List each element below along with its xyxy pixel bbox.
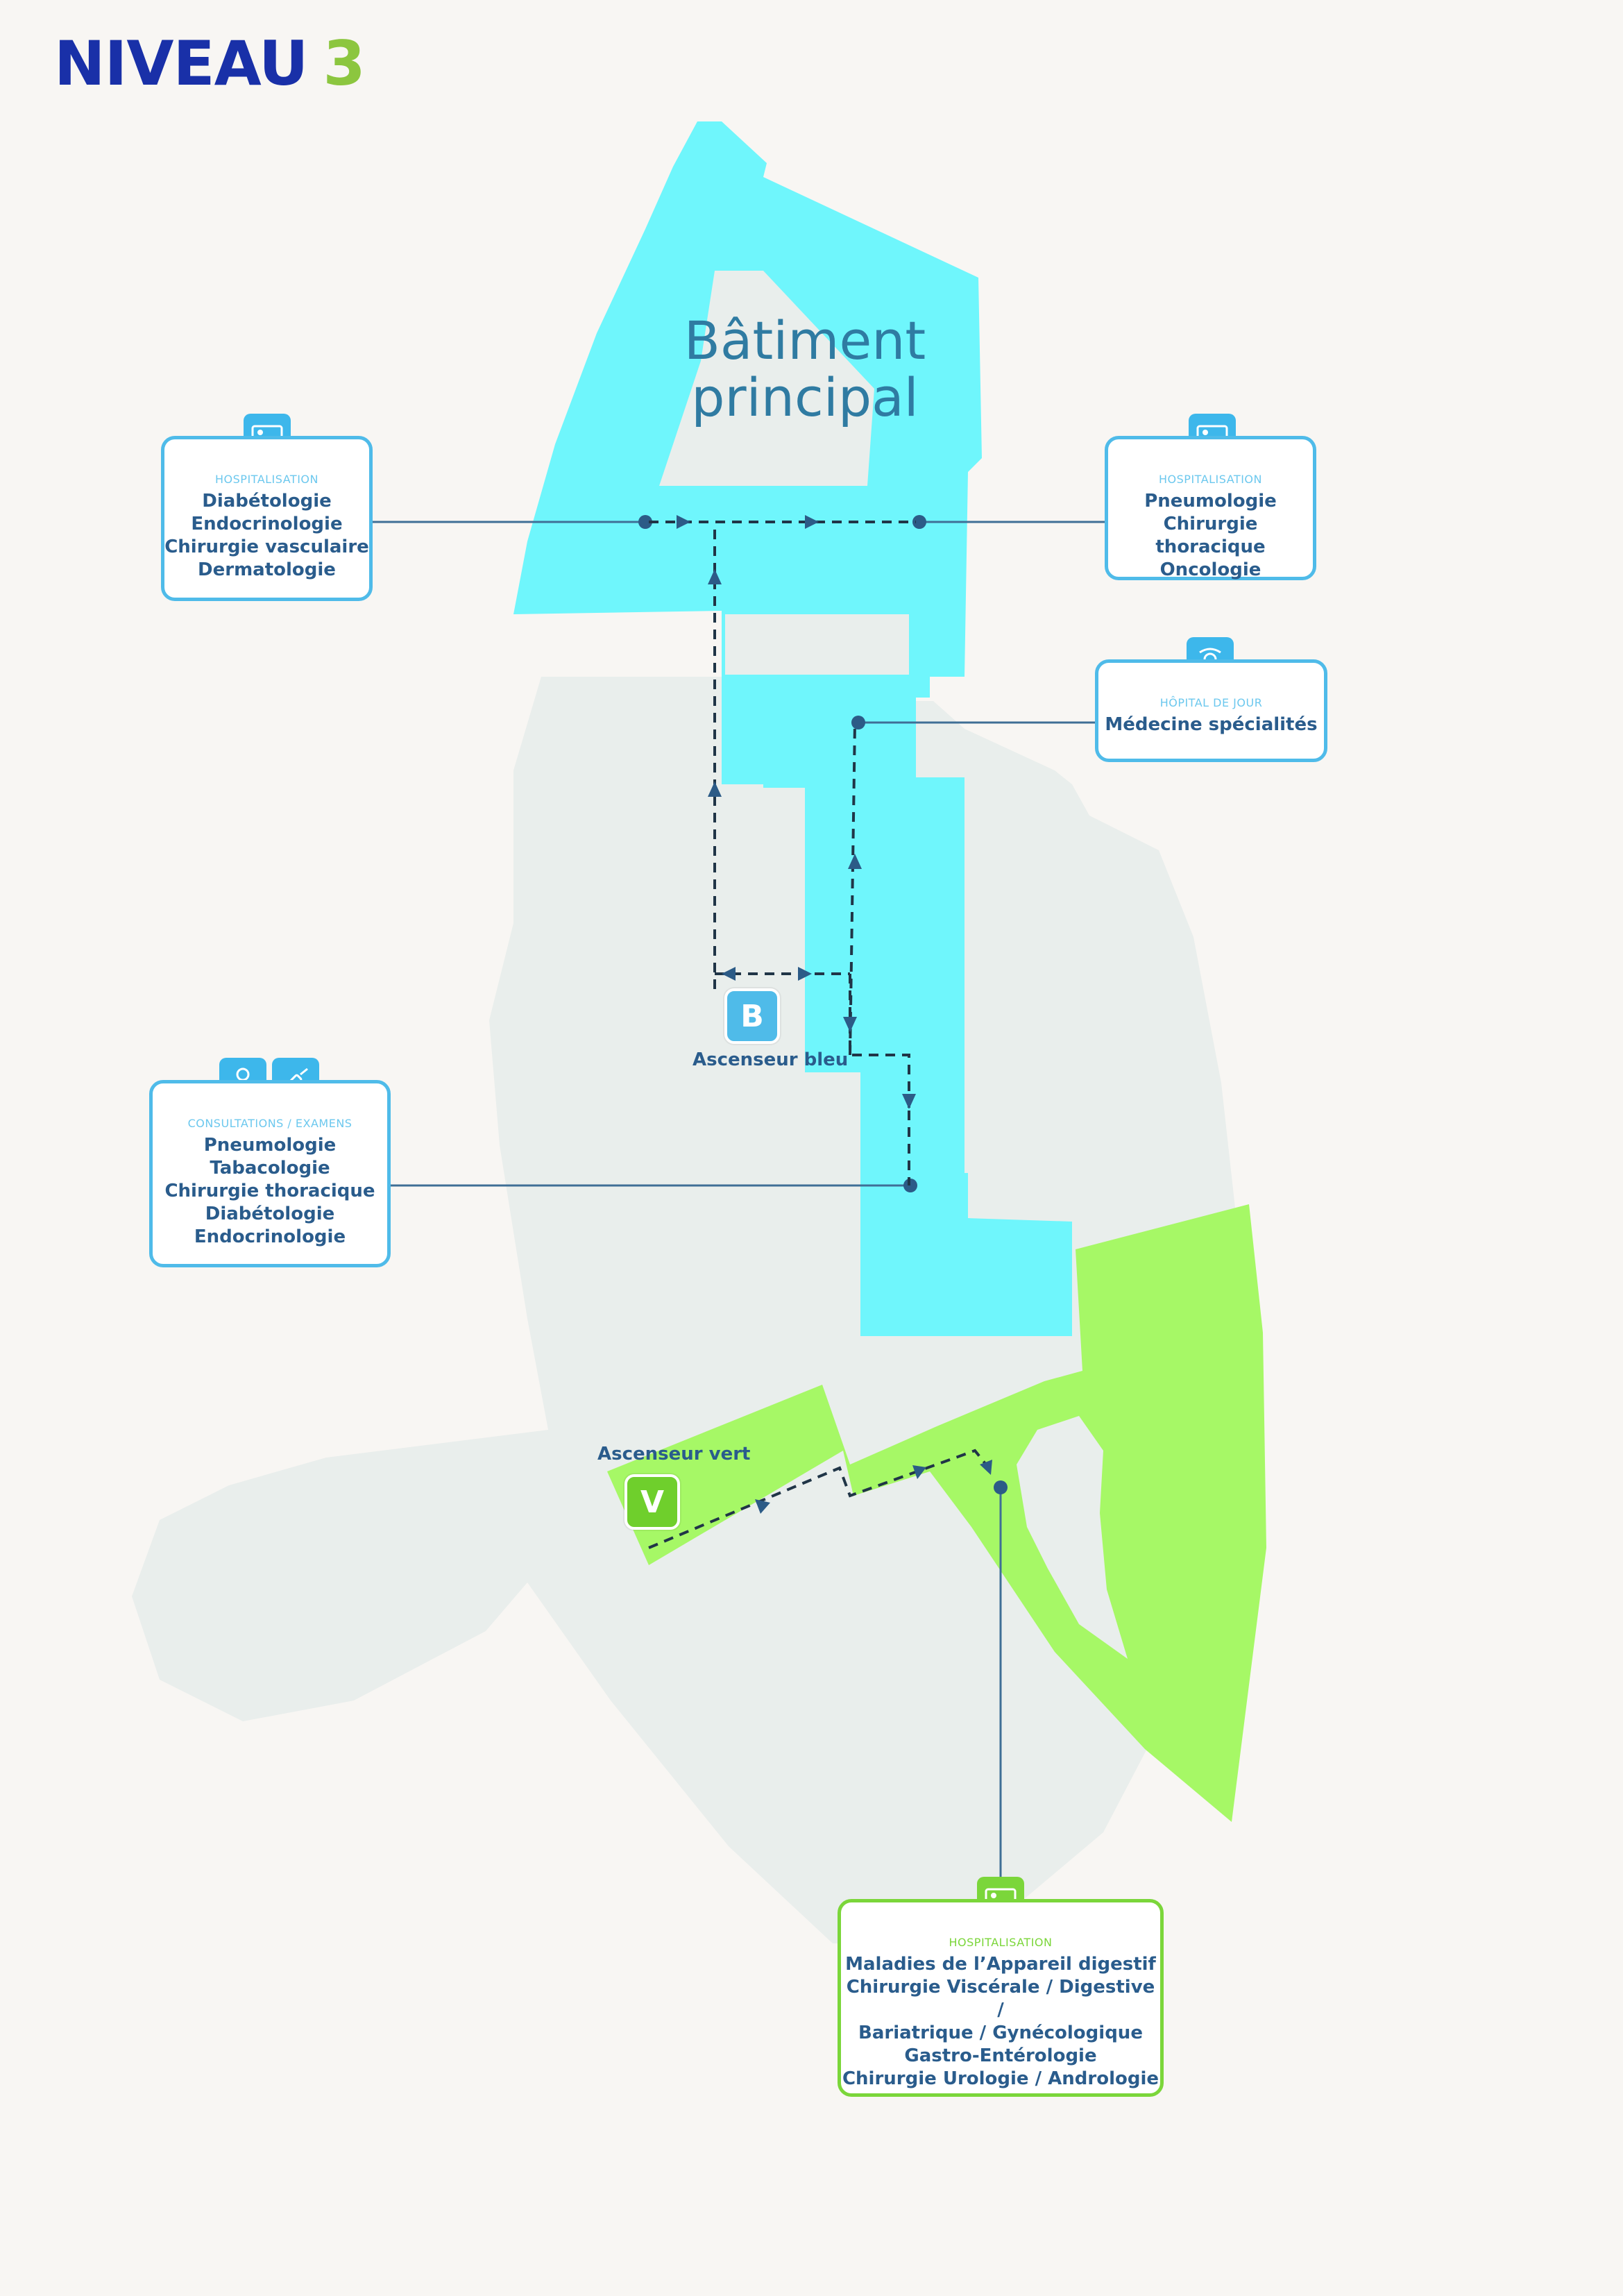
building-label-line2: principal bbox=[691, 366, 919, 428]
service-label: Chirurgie Viscérale / Digestive / bbox=[846, 1977, 1155, 2020]
service-label: Chirurgie Urologie / Andrologie bbox=[842, 2068, 1159, 2089]
card-hospitalisation-left[interactable]: HOSPITALISATION Diabétologie Endocrinolo… bbox=[161, 436, 373, 601]
card-consultations[interactable]: CONSULTATIONS / EXAMENS Pneumologie Taba… bbox=[149, 1080, 391, 1267]
service-label: Oncologie bbox=[1159, 559, 1261, 580]
card-category: CONSULTATIONS / EXAMENS bbox=[187, 1117, 352, 1130]
green-elevator-label: Ascenseur vert bbox=[597, 1444, 751, 1464]
service-label: Maladies de l’Appareil digestif bbox=[845, 1954, 1156, 1975]
blue-elevator-marker[interactable]: B bbox=[724, 988, 780, 1044]
card-category: HOSPITALISATION bbox=[1159, 473, 1262, 486]
service-label: Bariatrique / Gynécologique bbox=[858, 2023, 1143, 2043]
service-label: Pneumologie bbox=[1144, 491, 1277, 512]
service-label: Tabacologie bbox=[210, 1158, 330, 1179]
title-word: NIVEAU bbox=[54, 28, 308, 99]
blue-elevator-label: Ascenseur bleu bbox=[692, 1049, 849, 1070]
service-label: Chirurgie thoracique bbox=[1155, 514, 1266, 557]
card-category: HOSPITALISATION bbox=[949, 1936, 1053, 1949]
card-hospitalisation-green[interactable]: HOSPITALISATION Maladies de l’Appareil d… bbox=[838, 1899, 1164, 2097]
blue-zone bbox=[513, 121, 1072, 1336]
service-label: Chirurgie vasculaire bbox=[164, 537, 369, 557]
service-label: Chirurgie thoracique bbox=[164, 1181, 375, 1201]
service-label: Diabétologie bbox=[202, 491, 332, 512]
building-label-line1: Bâtiment bbox=[683, 310, 926, 371]
card-category: HOSPITALISATION bbox=[215, 473, 318, 486]
service-label: Gastro-Entérologie bbox=[904, 2045, 1097, 2066]
building-label: Bâtiment principal bbox=[618, 312, 992, 426]
route-dots bbox=[638, 515, 1008, 1494]
green-zone bbox=[607, 1204, 1266, 1822]
card-hopital-de-jour[interactable]: HÔPITAL DE JOUR Médecine spécialités bbox=[1095, 659, 1327, 762]
card-hospitalisation-right[interactable]: HOSPITALISATION Pneumologie Chirurgie th… bbox=[1105, 436, 1316, 580]
service-label: Endocrinologie bbox=[191, 514, 343, 534]
route-arrows bbox=[677, 515, 992, 1514]
connector-lines bbox=[371, 521, 1108, 1888]
title-number: 3 bbox=[323, 28, 365, 99]
service-label: Diabétologie bbox=[205, 1204, 335, 1224]
service-label: Endocrinologie bbox=[194, 1226, 346, 1247]
route-paths bbox=[648, 521, 990, 1549]
grey-building-footprint bbox=[132, 677, 1249, 1943]
service-label: Médecine spécialités bbox=[1105, 714, 1318, 735]
card-category: HÔPITAL DE JOUR bbox=[1159, 696, 1263, 709]
green-elevator-marker[interactable]: V bbox=[624, 1474, 680, 1530]
service-label: Dermatologie bbox=[198, 559, 336, 580]
service-label: Pneumologie bbox=[203, 1135, 337, 1156]
